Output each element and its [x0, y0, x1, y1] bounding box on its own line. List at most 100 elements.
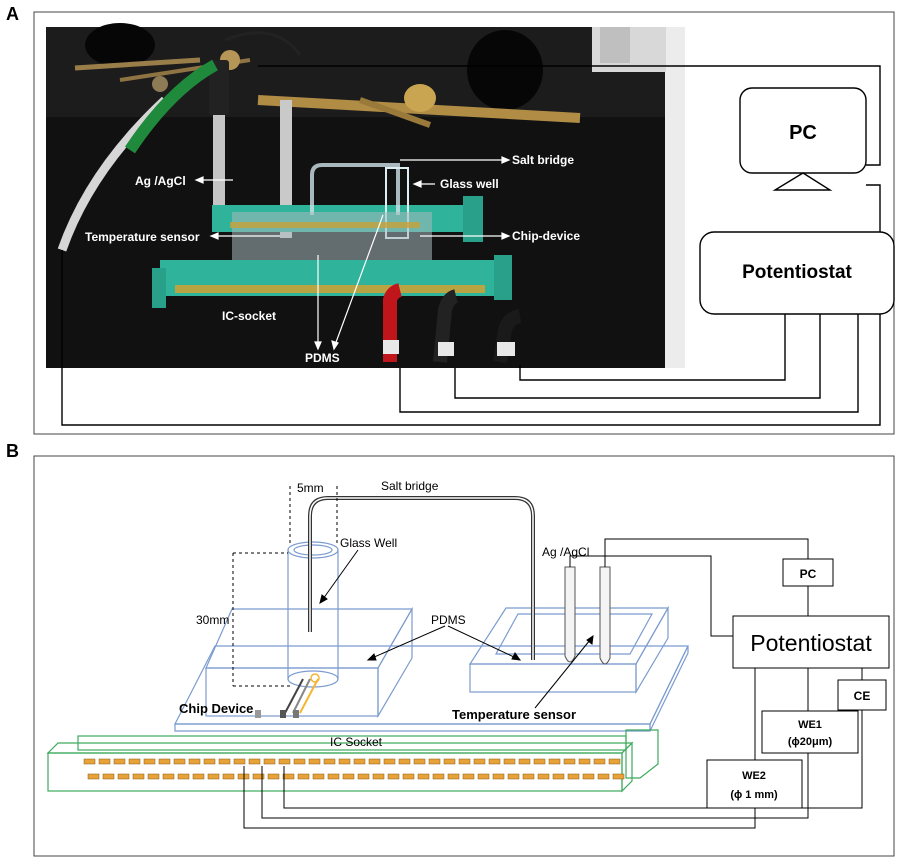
panel-a-letter: A	[6, 4, 19, 24]
socket-pin	[492, 773, 505, 780]
potentiostat-label: Potentiostat	[742, 262, 852, 283]
socket-pin	[327, 773, 340, 780]
experimental-setup-photo	[46, 23, 685, 368]
socket-pin	[462, 773, 475, 780]
socket-pin	[563, 758, 576, 765]
socket-pin	[488, 758, 501, 765]
socket-pin	[518, 758, 531, 765]
socket-pin	[308, 758, 321, 765]
socket-pin	[387, 773, 400, 780]
label-ag-agcl-b: Ag /AgCl	[542, 545, 589, 559]
socket-pin	[282, 773, 295, 780]
label-glass-well-b: Glass Well	[340, 536, 397, 550]
socket-pin	[117, 773, 130, 780]
socket-pin	[297, 773, 310, 780]
chip-device	[255, 673, 320, 718]
socket-pin	[522, 773, 535, 780]
socket-pin	[533, 758, 546, 765]
socket-pin	[503, 758, 516, 765]
pc-box-b: PC	[782, 558, 834, 587]
socket-pin	[383, 758, 396, 765]
we1-size: (ϕ20μm)	[788, 736, 833, 748]
socket-pin	[447, 773, 460, 780]
socket-pin	[83, 758, 96, 765]
socket-pin	[597, 773, 610, 780]
label-pdms-b: PDMS	[431, 613, 466, 627]
we1-box: WE1 (ϕ20μm)	[761, 710, 859, 754]
socket-pin	[233, 758, 246, 765]
label-ag-agcl: Ag /AgCl	[135, 174, 186, 188]
socket-pin	[87, 773, 100, 780]
socket-pin	[612, 773, 625, 780]
label-30mm: 30mm	[196, 613, 229, 627]
we2-box: WE2 (ϕ 1 mm)	[706, 759, 803, 809]
ag-agcl-electrodes	[564, 566, 611, 665]
ce-box: CE	[837, 679, 887, 711]
pdms-platform	[174, 605, 689, 732]
socket-pin	[158, 758, 171, 765]
socket-pin	[128, 758, 141, 765]
panel-b-arrows	[319, 549, 594, 709]
socket-pin	[402, 773, 415, 780]
label-temperature-sensor-b: Temperature sensor	[452, 707, 576, 722]
socket-pin	[428, 758, 441, 765]
socket-pin	[507, 773, 520, 780]
socket-pin	[593, 758, 606, 765]
label-temperature-sensor: Temperature sensor	[85, 230, 200, 244]
label-ic-socket: IC-socket	[222, 309, 276, 323]
panel-b-frame	[33, 455, 895, 857]
socket-pin	[113, 758, 126, 765]
socket-pin	[222, 773, 235, 780]
label-salt-bridge-b: Salt bridge	[381, 479, 439, 493]
socket-pin	[458, 758, 471, 765]
socket-pin	[143, 758, 156, 765]
socket-pin	[293, 758, 306, 765]
label-5mm: 5mm	[297, 481, 324, 495]
potentiostat-label-b: Potentiostat	[750, 630, 872, 656]
socket-pin	[173, 758, 186, 765]
potentiostat-box: Potentiostat	[699, 231, 895, 315]
pc-monitor: PC	[739, 87, 867, 191]
label-salt-bridge: Salt bridge	[512, 153, 574, 167]
socket-pin	[132, 773, 145, 780]
pc-label: PC	[789, 122, 817, 144]
glass-well	[287, 541, 339, 688]
socket-pin	[432, 773, 445, 780]
potentiostat-box-b: Potentiostat	[732, 615, 890, 669]
photo-annotation-arrows	[194, 156, 511, 351]
socket-pin	[323, 758, 336, 765]
panel-a-connections	[61, 65, 881, 426]
we2-label: WE2	[742, 770, 766, 782]
socket-pin	[102, 773, 115, 780]
socket-pin	[203, 758, 216, 765]
socket-pin	[338, 758, 351, 765]
socket-pin	[207, 773, 220, 780]
we2-size: (ϕ 1 mm)	[730, 789, 778, 801]
socket-pin	[398, 758, 411, 765]
socket-pin	[162, 773, 175, 780]
socket-pin	[218, 758, 231, 765]
socket-pin	[413, 758, 426, 765]
label-chip-device: Chip-device	[512, 229, 580, 243]
ce-label: CE	[854, 689, 871, 703]
socket-pin	[357, 773, 370, 780]
socket-pin	[147, 773, 160, 780]
socket-pin	[548, 758, 561, 765]
socket-pin	[353, 758, 366, 765]
socket-pin	[417, 773, 430, 780]
socket-pin	[248, 758, 261, 765]
socket-pin	[578, 758, 591, 765]
label-chip-device-b: Chip Device	[179, 701, 253, 716]
socket-pin	[98, 758, 111, 765]
label-pdms: PDMS	[305, 351, 340, 365]
socket-pin	[188, 758, 201, 765]
socket-pin	[267, 773, 280, 780]
socket-pin	[567, 773, 580, 780]
socket-pin	[473, 758, 486, 765]
panel-b-letter: B	[6, 441, 19, 461]
socket-pin	[443, 758, 456, 765]
socket-pin	[477, 773, 490, 780]
panel-a-frame	[33, 11, 895, 435]
socket-pin	[368, 758, 381, 765]
dimension-guides	[232, 486, 338, 687]
